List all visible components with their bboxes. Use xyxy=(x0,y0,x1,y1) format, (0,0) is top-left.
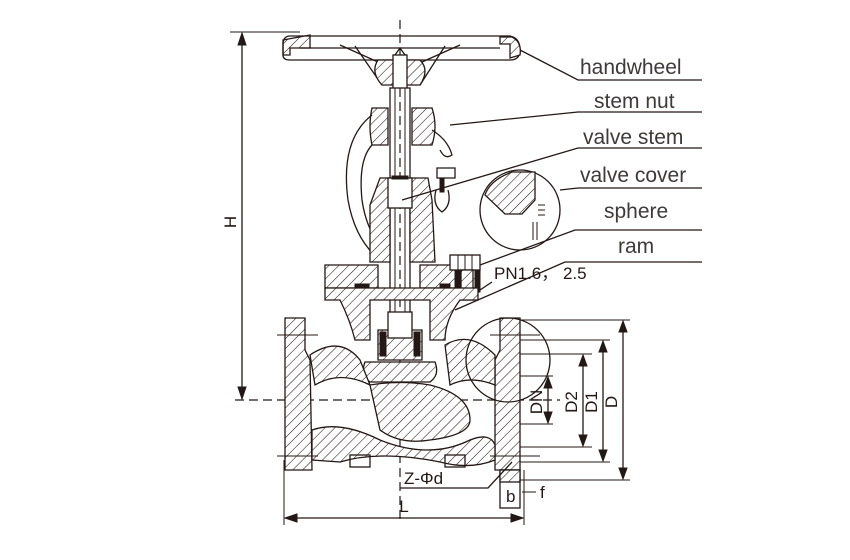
dimension-l xyxy=(283,460,525,525)
pressure-rating-label: PN1.6， 2.5 xyxy=(494,264,587,283)
dimension-d1-label: D1 xyxy=(582,391,601,413)
leader-lines xyxy=(401,49,702,311)
handwheel-part xyxy=(282,34,521,91)
bolt-hole-label: Z-Φd xyxy=(404,469,443,488)
dimension-dn-label: DN xyxy=(527,390,546,415)
flange-thickness-label: b xyxy=(506,487,515,506)
callout-sphere: sphere xyxy=(604,200,668,223)
bolt-hole-leader xyxy=(400,461,513,489)
dimension-d-label: D xyxy=(602,396,621,408)
callout-handwheel: handwheel xyxy=(580,56,682,79)
raised-face-label: f xyxy=(540,483,545,502)
dimension-d2-label: D2 xyxy=(562,391,581,413)
valve-body-part xyxy=(277,287,540,509)
detail-circle-upper xyxy=(479,169,561,251)
dimension-h xyxy=(230,31,300,401)
detail-circle-lower xyxy=(465,317,551,403)
callout-valve-cover: valve cover xyxy=(580,164,686,187)
callout-stem-nut: stem nut xyxy=(594,90,675,113)
stem-nut-part xyxy=(345,107,453,261)
callout-ram: ram xyxy=(618,235,654,258)
dimension-h-label: H xyxy=(221,216,240,228)
callout-valve-stem: valve stem xyxy=(583,126,683,149)
dimension-l-label: L xyxy=(399,497,408,516)
dimension-lines-diameters xyxy=(520,319,630,481)
